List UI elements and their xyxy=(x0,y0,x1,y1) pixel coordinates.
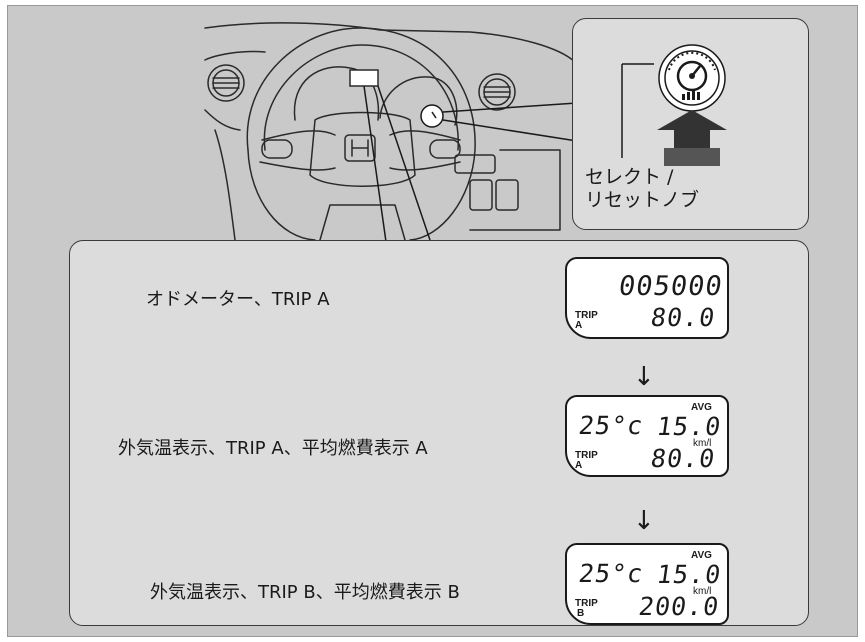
lcd-odometer: 005000 TRIP A 80.0 xyxy=(565,257,729,339)
unit-km-per-l: km/l xyxy=(693,438,712,449)
trip-value: 80.0 xyxy=(648,303,718,332)
lcd-temp-trip-a: 25°c AVG 15.0 km/l TRIP A 80.0 xyxy=(565,395,729,477)
avg-fuel-value: 15.0 xyxy=(654,412,724,441)
left-air-vent xyxy=(207,64,245,102)
steering-hub xyxy=(309,111,416,187)
unit-km-per-l: km/l xyxy=(693,586,712,597)
trip-letter: A xyxy=(575,460,583,471)
odometer-value: 005000 xyxy=(616,271,725,302)
select-reset-knob-label: セレクト / リセットノブ xyxy=(585,166,699,212)
trip-letter: A xyxy=(575,320,583,331)
lcd-temp-trip-b: 25°c AVG 15.0 km/l TRIP B 200.0 xyxy=(565,543,729,625)
avg-fuel-value: 15.0 xyxy=(654,560,724,589)
knob-gauge-icon xyxy=(658,44,726,112)
mode-label-temp-trip-b: 外気温表示、TRIP B、平均燃費表示 B xyxy=(150,582,460,603)
avg-word: AVG xyxy=(691,550,712,561)
push-up-arrow-icon xyxy=(657,110,727,166)
avg-word: AVG xyxy=(691,402,712,413)
trip-word: TRIP xyxy=(575,310,598,321)
label-line-1: セレクト / xyxy=(585,166,674,188)
mode-label-odometer: オドメーター、TRIP A xyxy=(146,289,330,310)
knob-callout-art xyxy=(621,44,727,166)
trip-word: TRIP xyxy=(575,598,598,609)
mode-label-temp-trip-a: 外気温表示、TRIP A、平均燃費表示 A xyxy=(118,438,428,459)
dash-top-line xyxy=(204,22,576,63)
down-arrow-2: ↓ xyxy=(633,506,655,536)
trip-word: TRIP xyxy=(575,450,598,461)
trip-value: 80.0 xyxy=(648,444,718,473)
outside-temp: 25°c xyxy=(576,559,646,588)
right-air-vent xyxy=(478,73,516,111)
label-line-2: リセットノブ xyxy=(585,189,700,211)
steering-wheel-rim xyxy=(246,27,476,241)
dash-display xyxy=(349,69,379,87)
trip-value: 200.0 xyxy=(636,592,722,621)
trip-letter: B xyxy=(577,608,585,619)
outside-temp: 25°c xyxy=(576,411,646,440)
down-arrow-1: ↓ xyxy=(633,362,655,392)
